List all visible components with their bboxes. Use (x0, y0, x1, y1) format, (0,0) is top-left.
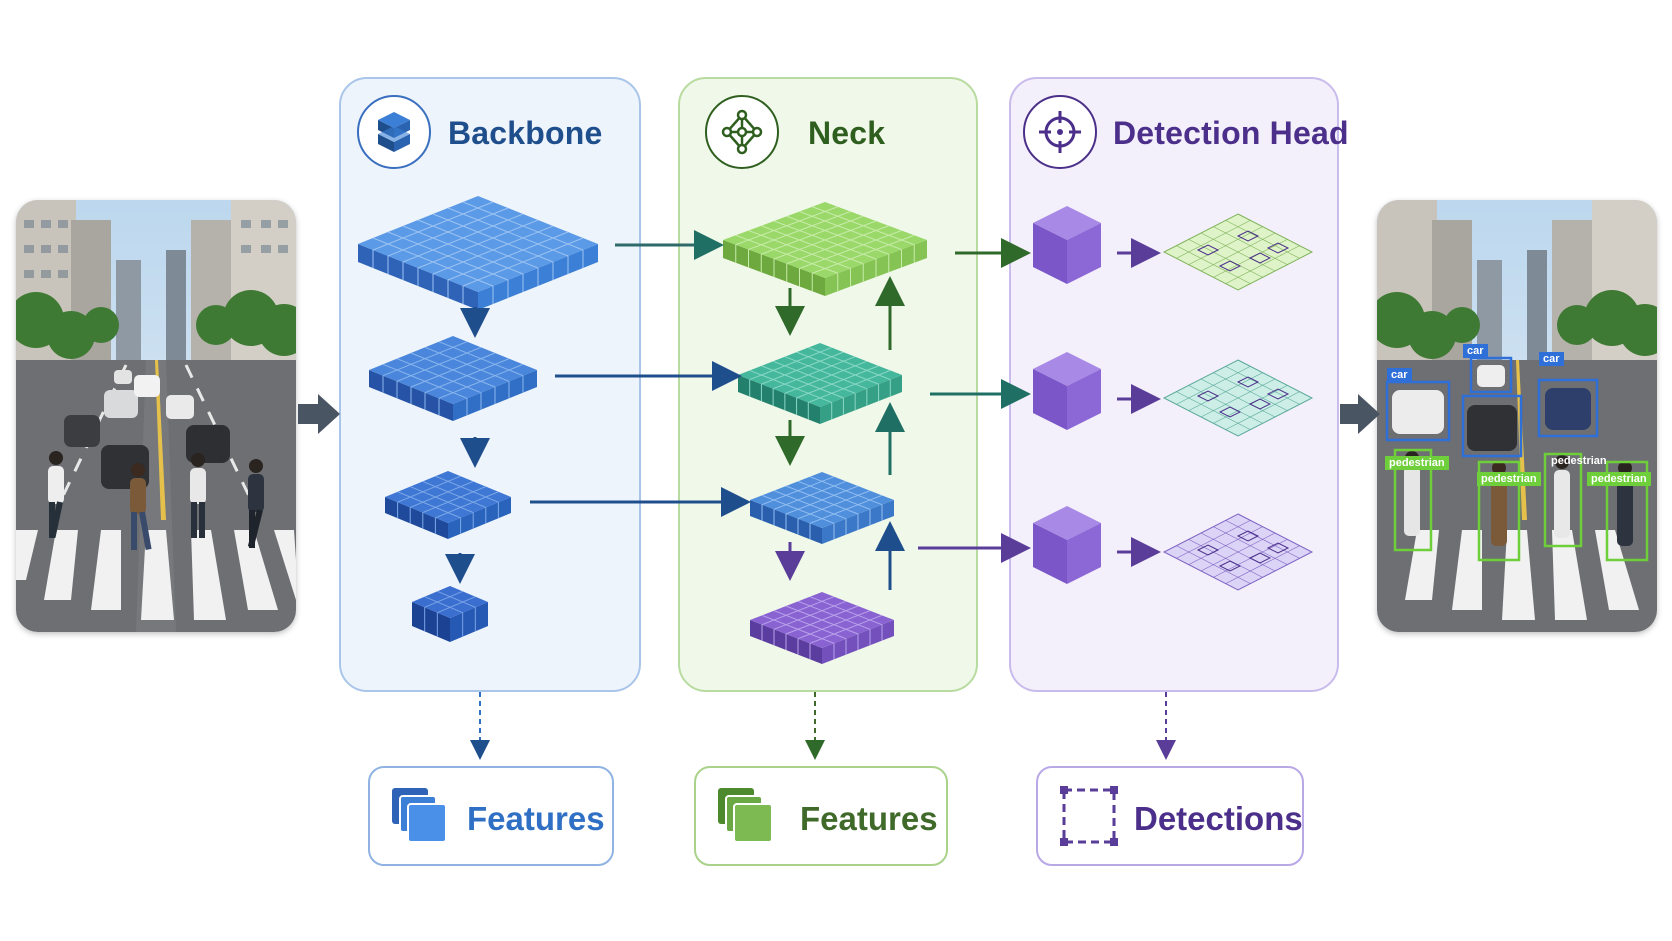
detection-grid (1162, 513, 1314, 591)
backbone-features-label: Features (467, 800, 605, 837)
cube-stack-icon (357, 95, 431, 169)
backbone-feature-map (358, 196, 598, 310)
neck-feature-map (750, 592, 894, 664)
pedestrian-detection-label: pedestrian (1477, 472, 1541, 486)
prediction-cube (1033, 352, 1101, 430)
neck-feature-map (750, 472, 894, 544)
output-detection-image: car car car car pedestrian pedestrian pe… (1377, 200, 1657, 632)
backbone-feature-map (412, 586, 488, 642)
neck-feature-map (738, 343, 902, 424)
detection-grid (1162, 359, 1314, 437)
detections-box (1036, 766, 1304, 866)
car-detection-label: car (1463, 344, 1488, 358)
backbone-title: Backbone (448, 115, 603, 151)
backbone-feature-map (385, 471, 511, 539)
detection-grid (1162, 213, 1314, 291)
graph-nodes-icon (705, 95, 779, 169)
neck-title: Neck (808, 115, 886, 151)
prediction-cube (1033, 206, 1101, 284)
car-detection-label: car (1387, 368, 1412, 382)
detection-head-title: Detection Head (1113, 115, 1349, 151)
neck-features-label: Features (800, 800, 938, 837)
input-street-image (16, 200, 296, 632)
detections-label: Detections (1134, 800, 1303, 837)
bounding-box-icon (1058, 784, 1120, 853)
crosshair-icon (1023, 95, 1097, 169)
stacked-layers-icon (716, 786, 776, 851)
output-arrow (1340, 394, 1380, 434)
prediction-cube (1033, 506, 1101, 584)
pedestrian-detection-label: pedestrian (1385, 456, 1449, 470)
backbone-feature-map (369, 336, 537, 421)
pedestrian-detection-label: pedestrian (1551, 455, 1607, 467)
neck-feature-map (723, 202, 927, 296)
stacked-layers-icon (390, 786, 450, 851)
car-detection-label: car (1539, 352, 1564, 366)
input-arrow (298, 394, 340, 434)
pedestrian-detection-label: pedestrian (1587, 472, 1651, 486)
